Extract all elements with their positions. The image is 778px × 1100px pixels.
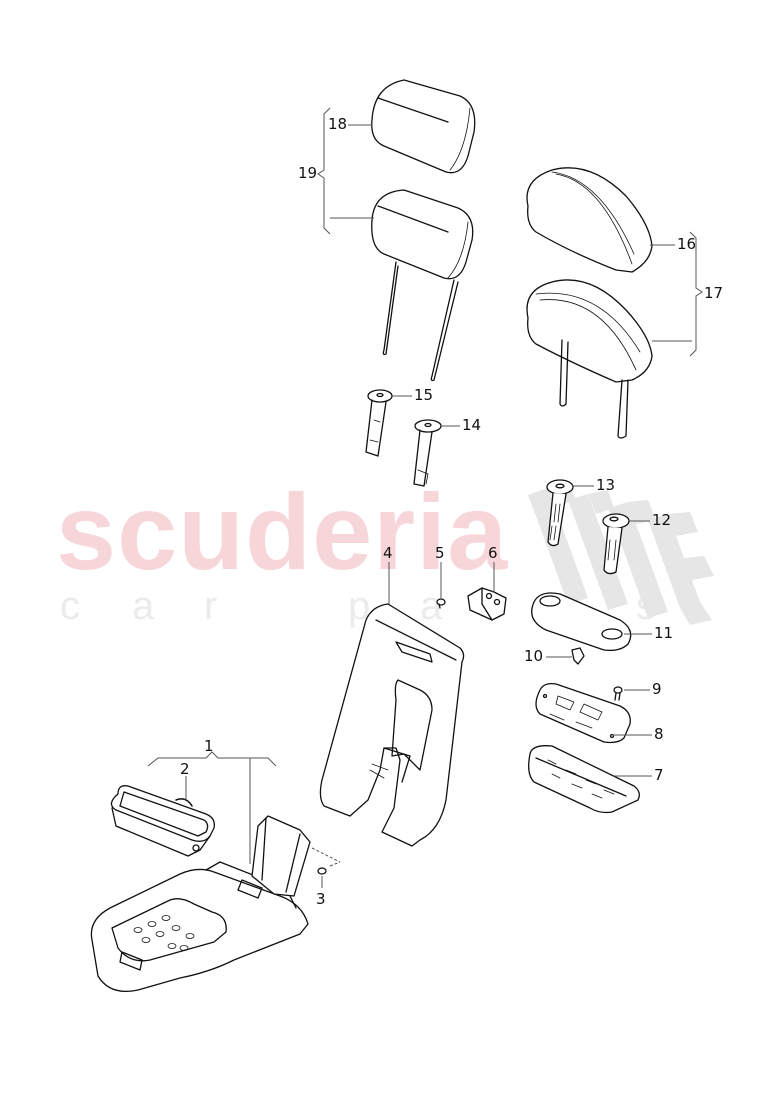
callout-15[interactable]: 15 <box>414 386 434 404</box>
watermark-title: scuderia <box>56 471 509 592</box>
callout-3[interactable]: 3 <box>316 890 326 908</box>
callout-11[interactable]: 11 <box>654 624 674 642</box>
callout-9[interactable]: 9 <box>652 680 662 698</box>
part-5-screw[interactable] <box>436 598 446 609</box>
part-16-headrest-cushion-right[interactable] <box>526 167 653 273</box>
part-8-mounting-plate[interactable] <box>535 682 631 744</box>
callout-4[interactable]: 4 <box>383 544 393 562</box>
part-19-headrest-assembly-left[interactable] <box>371 189 474 382</box>
callout-2[interactable]: 2 <box>180 760 190 778</box>
callout-17[interactable]: 17 <box>704 284 724 302</box>
part-15-guide-sleeve[interactable] <box>365 389 393 457</box>
part-14-guide-sleeve[interactable] <box>413 419 442 487</box>
part-11-cover-plate[interactable] <box>531 592 632 652</box>
part-3-screw[interactable] <box>317 867 327 875</box>
part-17-headrest-assembly-right[interactable] <box>526 279 653 439</box>
callout-7[interactable]: 7 <box>654 766 664 784</box>
part-7-frame-tray[interactable] <box>528 745 640 814</box>
part-2-storage-insert[interactable] <box>110 785 215 857</box>
callout-8[interactable]: 8 <box>654 725 664 743</box>
callout-13[interactable]: 13 <box>596 476 616 494</box>
callout-6[interactable]: 6 <box>488 544 498 562</box>
part-10-clip[interactable] <box>571 647 585 665</box>
callout-14[interactable]: 14 <box>462 416 482 434</box>
part-18-headrest-cushion[interactable] <box>371 79 476 174</box>
callout-16[interactable]: 16 <box>677 235 697 253</box>
part-9-screw[interactable] <box>613 686 623 701</box>
part-6-bracket[interactable] <box>467 587 507 621</box>
part-12-guide-sleeve[interactable] <box>602 513 630 575</box>
callout-12[interactable]: 12 <box>652 511 672 529</box>
callout-5[interactable]: 5 <box>435 544 445 562</box>
callout-18[interactable]: 18 <box>328 115 348 133</box>
callout-1[interactable]: 1 <box>204 737 214 755</box>
callout-10[interactable]: 10 <box>524 647 544 665</box>
part-1-armrest[interactable] <box>90 815 311 993</box>
part-4-backrest-trim-panel[interactable] <box>319 603 465 847</box>
part-13-guide-sleeve[interactable] <box>546 479 574 547</box>
callout-19[interactable]: 19 <box>298 164 318 182</box>
leader-lines <box>147 107 703 888</box>
